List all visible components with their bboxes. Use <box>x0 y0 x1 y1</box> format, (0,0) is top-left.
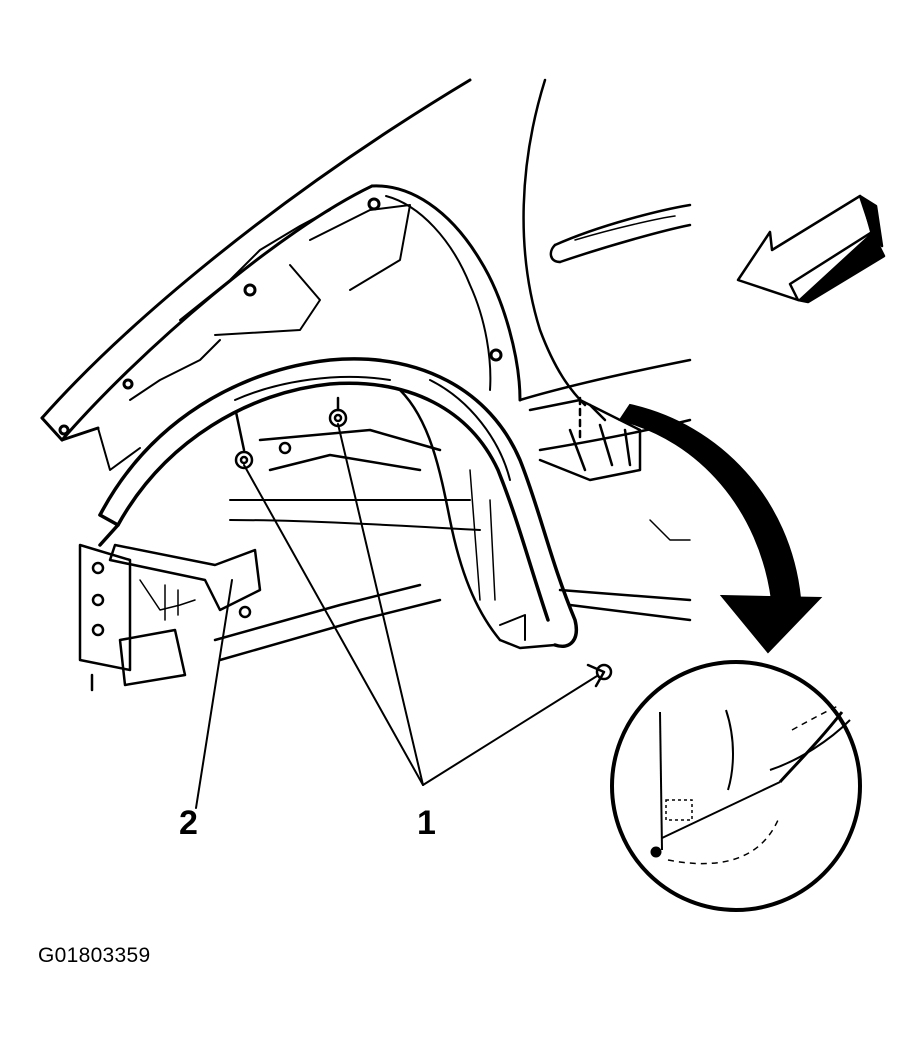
fastener-upper <box>328 396 348 428</box>
rotate-arrow-icon <box>618 403 823 654</box>
fastener-lower <box>586 663 613 688</box>
detail-magnifier-icon <box>610 660 862 912</box>
mount-bracket <box>528 396 642 482</box>
figure-id-code: G01803359 <box>38 944 151 967</box>
leader-lines <box>195 423 598 809</box>
wheelhouse-liner <box>98 357 578 650</box>
door-outline <box>518 78 692 622</box>
direction-arrow-icon <box>736 194 886 304</box>
callout-2: 2 <box>179 804 198 842</box>
fastener-left <box>234 410 254 470</box>
fender-panel <box>40 78 522 471</box>
callout-1: 1 <box>417 804 436 842</box>
fastener-group <box>234 396 613 688</box>
inner-structure <box>78 428 481 692</box>
